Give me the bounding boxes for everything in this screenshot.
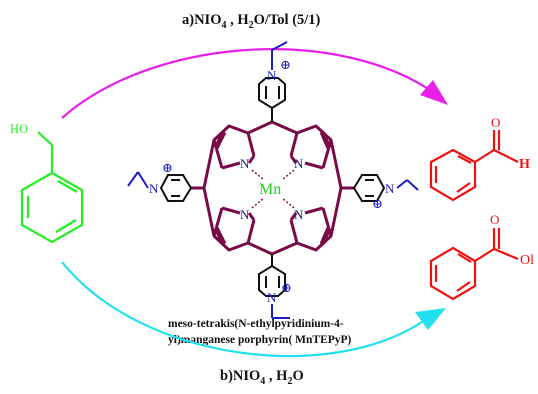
atom-HO: HO [10,122,28,136]
pyridinium-left-N: N [149,181,159,196]
arrow-bottom [61,261,446,358]
arrow-top [61,48,448,119]
pyridinium-left-ethyl [127,171,149,189]
pyridinium-bottom [258,254,286,297]
pyridinium-right [352,174,386,202]
coordination-bonds [251,169,295,209]
arrow-bottom-head [415,308,446,330]
benzoic-acid [429,228,519,301]
catalyst-caption-line1: meso-tetrakis(N-ethylpyridinium-4- [168,318,344,330]
benzaldehyde [429,130,519,202]
catalyst-caption-line2: yl)manganese porphyrin( MnTEPyP) [168,334,352,346]
pyridinium-top [258,77,286,122]
atom-Mn: Mn [259,181,281,198]
porphyrin-N-ul: N [240,156,250,171]
pyridinium-top-ethyl [271,41,288,70]
benzyl-alcohol [20,131,84,244]
pyridinium-left [159,174,193,202]
condition-b-label: b)NIO4 , H2O [220,368,304,387]
atom-OH-acid: Ol [520,253,534,268]
pyridinium-left-plus: ⊕ [162,160,173,175]
pyridinium-bottom-plus: ⊕ [281,280,292,295]
porphyrin-N-lr: N [294,207,304,222]
porphyrin-N-ur: N [294,156,304,171]
pyridinium-bottom-ethyl [271,304,290,319]
pyridinium-right-plus: ⊕ [372,196,383,211]
pyridinium-right-N: N [385,181,395,196]
pyridinium-right-ethyl [396,179,419,191]
arrow-top-head [420,80,448,105]
atom-O-acid: O [490,212,499,227]
porphyrin-core [191,120,354,256]
porphyrin-N-ll: N [240,207,250,222]
pyridinium-bottom-N: N [267,290,277,305]
condition-a-label: a)NIO4 , H2O/Tol (5/1) [182,12,321,31]
pyridinium-top-N: N [267,68,277,83]
catalyst-caption: meso-tetrakis(N-ethylpyridinium-4- yl)ma… [168,316,428,348]
atom-H-aldehyde: H [519,157,530,172]
atom-O-aldehyde: O [491,115,500,130]
pyridinium-top-plus: ⊕ [280,57,291,72]
